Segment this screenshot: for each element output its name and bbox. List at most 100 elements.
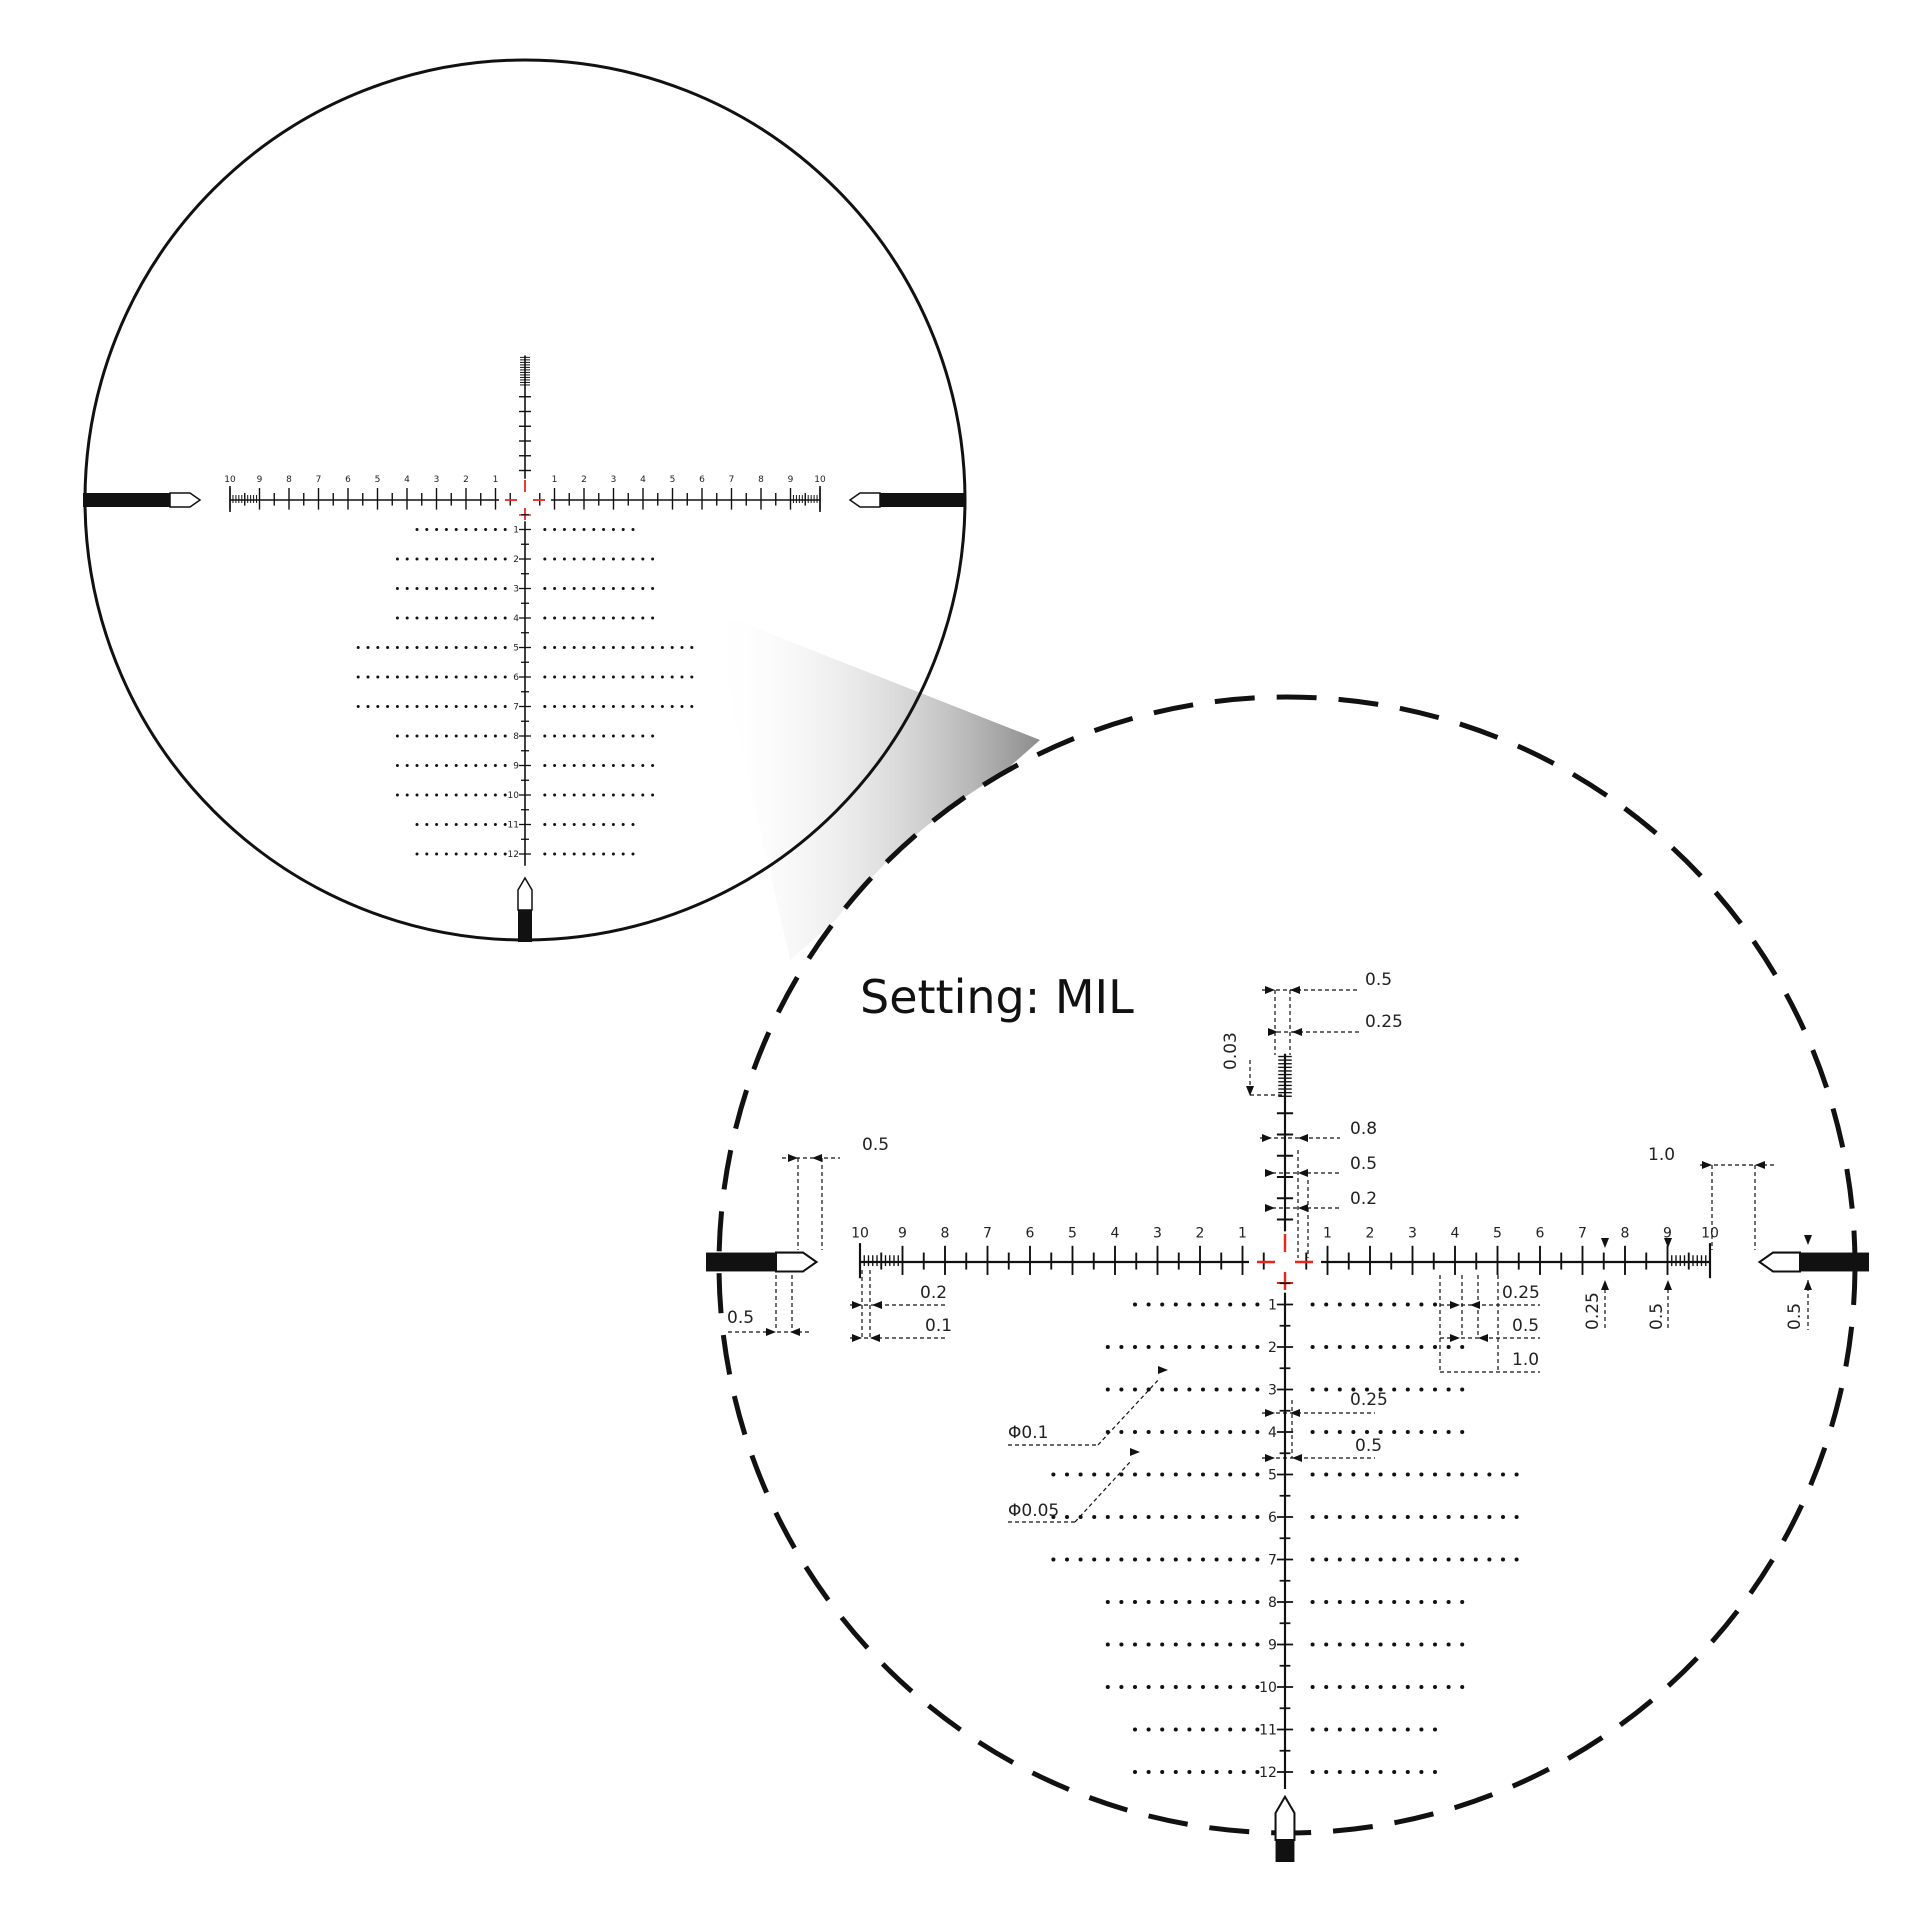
holdover-dot [572, 793, 576, 797]
holdover-dot [1132, 1684, 1138, 1690]
dimension-label: 0.5 [727, 1308, 754, 1328]
holdover-dot [435, 793, 439, 797]
holdover-dot [1146, 1302, 1151, 1307]
holdover-dot [631, 557, 635, 561]
holdover-dot [572, 587, 576, 590]
holdover-dot [1173, 1769, 1178, 1775]
holdover-dot [1364, 1472, 1370, 1477]
bottom-post-tip [517, 876, 533, 911]
holdover-dot [1228, 1769, 1233, 1775]
holdover-dot [1324, 1557, 1329, 1562]
holdover-dot [602, 675, 606, 679]
horizontal-scale-label: 4 [640, 475, 646, 485]
holdover-dot [1132, 1727, 1138, 1732]
holdover-dot [1310, 1472, 1315, 1477]
holdover-dot [631, 616, 635, 620]
holdover-dot [582, 852, 586, 856]
holdover-dot [376, 675, 380, 679]
holdover-label: 6 [1268, 1510, 1277, 1526]
horizontal-scale-label: 3 [1153, 1226, 1162, 1242]
holdover-dot [611, 528, 615, 531]
holdover-dot [415, 852, 419, 856]
dimension-arrow [1262, 1134, 1272, 1142]
horizontal-scale-label: 2 [1196, 1226, 1205, 1242]
holdover-dot [1214, 1302, 1219, 1307]
holdover-dot [1337, 1642, 1342, 1647]
holdover-dot [1146, 1727, 1151, 1732]
holdover-dot [1173, 1557, 1178, 1562]
horizontal-scale-label: 5 [1068, 1226, 1077, 1242]
holdover-dot [1364, 1727, 1370, 1732]
holdover-dot [1310, 1387, 1315, 1392]
holdover-dot [592, 616, 596, 620]
holdover-dot [1310, 1557, 1315, 1562]
holdover-dot [1200, 1769, 1206, 1775]
holdover-dot [611, 587, 615, 590]
holdover-dot [631, 705, 635, 708]
holdover-dot [1432, 1642, 1438, 1647]
holdover-dot [1228, 1344, 1233, 1350]
holdover-dot [611, 852, 615, 856]
dimension-label: Φ0.1 [1008, 1423, 1048, 1443]
holdover-dot [1364, 1344, 1370, 1350]
holdover-dot [454, 616, 458, 620]
holdover-dot [553, 793, 557, 797]
dimension-label: 0.5 [1365, 970, 1392, 990]
holdover-dot [1405, 1472, 1410, 1477]
holdover-dot [1255, 1344, 1260, 1350]
holdover-label: 10 [508, 791, 520, 801]
holdover-dot [553, 852, 557, 856]
holdover-dot [444, 675, 448, 679]
holdover-dot [641, 675, 645, 679]
holdover-dot [1173, 1472, 1178, 1477]
holdover-dot [454, 793, 458, 797]
holdover-dot [415, 646, 419, 649]
holdover-dot [543, 587, 547, 590]
holdover-dot [1419, 1642, 1424, 1647]
dimension-arrow [1804, 1280, 1812, 1290]
holdover-dot [1432, 1472, 1438, 1477]
bottom-post-tip [1274, 1794, 1296, 1842]
holdover-dot [621, 646, 625, 649]
holdover-dot [1432, 1302, 1438, 1307]
dimension-label: 0.25 [1365, 1012, 1403, 1032]
dimension-label: 0.03 [1221, 1032, 1241, 1070]
holdover-dot [670, 705, 674, 708]
holdover-dot [1187, 1684, 1192, 1690]
holdover-dot [1214, 1769, 1219, 1775]
holdover-dot [1255, 1387, 1260, 1392]
holdover-dot [1324, 1514, 1329, 1520]
holdover-dot [641, 734, 645, 738]
horizontal-scale-label: 3 [611, 475, 617, 485]
holdover-dot [1255, 1727, 1260, 1732]
holdover-dot [1351, 1472, 1356, 1477]
holdover-dot [425, 852, 429, 856]
dimension-label: 0.5 [1355, 1436, 1382, 1456]
holdover-label: 6 [513, 673, 519, 683]
holdover-dot [503, 587, 507, 590]
holdover-dot [641, 705, 645, 708]
holdover-dot [651, 793, 655, 797]
dimension-label: 1.0 [1512, 1350, 1539, 1370]
dimension-arrow [852, 1334, 862, 1342]
holdover-dot [1160, 1514, 1165, 1520]
holdover-dot [405, 587, 409, 590]
holdover-dot [1351, 1557, 1356, 1562]
holdover-dot [553, 705, 557, 708]
holdover-dot [405, 675, 409, 679]
holdover-dot [690, 646, 694, 649]
holdover-dot [572, 823, 576, 826]
holdover-label: 12 [508, 850, 519, 860]
holdover-dot [1146, 1557, 1151, 1562]
holdover-dot [1255, 1557, 1260, 1562]
holdover-dot [405, 734, 409, 738]
holdover-dot [395, 675, 399, 679]
holdover-dot [572, 557, 576, 561]
holdover-dot [1324, 1599, 1329, 1605]
holdover-dot [1378, 1599, 1383, 1605]
bottom-thick-post [518, 910, 532, 942]
holdover-dot [553, 557, 557, 561]
holdover-dot [1351, 1642, 1356, 1647]
holdover-dot [1200, 1514, 1206, 1520]
holdover-dot [1337, 1387, 1342, 1392]
